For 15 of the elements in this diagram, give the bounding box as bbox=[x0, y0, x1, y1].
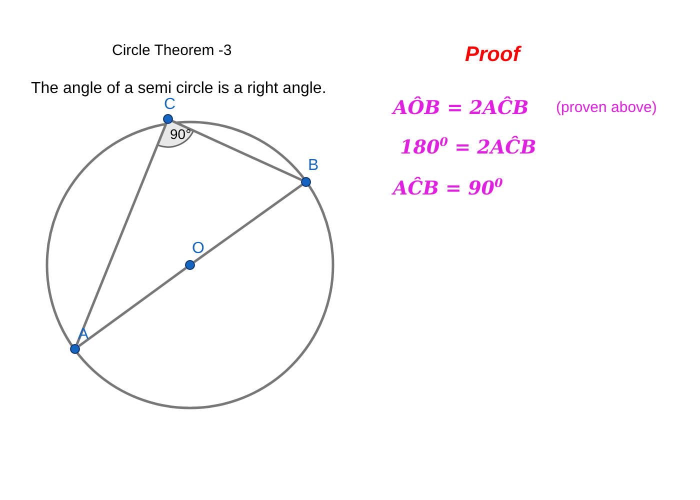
line-segment bbox=[76, 123, 168, 345]
line-segment bbox=[172, 120, 302, 182]
formula: AÔB = 2AĈB bbox=[393, 97, 529, 119]
heading: Proof bbox=[465, 43, 520, 67]
note: (proven above) bbox=[556, 99, 657, 116]
formula: 180$^{0}$ = 2AĈB bbox=[400, 135, 536, 158]
point-label: B bbox=[308, 158, 319, 174]
point-label: C bbox=[164, 97, 176, 113]
line-segment bbox=[193, 184, 303, 264]
line-segment bbox=[78, 266, 187, 348]
statement-text: The angle of a semi circle is a right angle. bbox=[31, 80, 326, 98]
point-label: O bbox=[192, 241, 204, 257]
title: Circle Theorem -3 bbox=[112, 42, 232, 59]
angle-label: 90° bbox=[170, 126, 192, 142]
formula: AĈB = 90$^{0}$ bbox=[393, 176, 503, 200]
